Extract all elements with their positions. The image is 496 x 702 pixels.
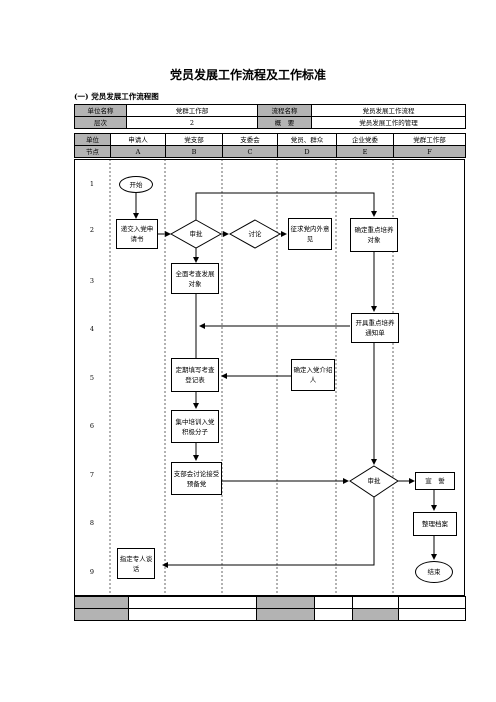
issue-notice-step: 开具重点培养通知单 bbox=[351, 313, 399, 343]
footer-label-cell bbox=[74, 596, 129, 609]
row-number-3: 3 bbox=[89, 277, 95, 285]
footer-label-cell bbox=[352, 608, 399, 621]
row-number-5: 5 bbox=[89, 374, 95, 382]
summary-value: 党员发展工作的管理 bbox=[311, 116, 466, 129]
lane-header-table: 单位 申请人 党支部 支委会 党员、群众 企业党委 党群工作部 节点 A B C… bbox=[74, 133, 466, 158]
row-number-1: 1 bbox=[89, 180, 95, 188]
footer-value-cell bbox=[398, 596, 466, 609]
header-table: 单位名称 党群工作部 流程名称 党员发展工作流程 层次 2 概 要 党员发展工作… bbox=[74, 104, 466, 129]
footer-value-cell bbox=[314, 596, 353, 609]
oath-step: 宣 誓 bbox=[415, 472, 455, 490]
footer-value-cell bbox=[128, 596, 257, 609]
start-node: 开始 bbox=[119, 176, 153, 193]
solicit-opinions-step: 征求党内外意见 bbox=[288, 218, 332, 250]
row-number-9: 9 bbox=[89, 568, 95, 576]
footer-value-cell bbox=[398, 608, 466, 621]
discuss-decision-label: 讨论 bbox=[248, 230, 262, 238]
approve-diamond bbox=[349, 465, 399, 498]
footer-value-cell bbox=[128, 608, 257, 621]
training-step: 集中培训入党积极分子 bbox=[171, 410, 219, 443]
determine-key-target-step: 确定重点培养对象 bbox=[350, 218, 398, 252]
archive-step: 整理档案 bbox=[413, 512, 457, 536]
section-title: (一) 党员发展工作流程图 bbox=[74, 92, 159, 101]
row-number-4: 4 bbox=[89, 325, 95, 333]
swimlane-area bbox=[74, 159, 465, 596]
inspect-candidate-step: 全面考查发展对象 bbox=[171, 263, 219, 294]
footer-label-cell bbox=[256, 608, 315, 621]
level-label: 层次 bbox=[74, 116, 127, 129]
node-label: 节点 bbox=[74, 145, 111, 158]
row-number-8: 8 bbox=[89, 519, 95, 527]
summary-label: 概 要 bbox=[257, 116, 312, 129]
footer-value-cell bbox=[314, 608, 353, 621]
footer-label-cell bbox=[256, 596, 315, 609]
level-value: 2 bbox=[126, 116, 258, 129]
lane-code-c: C bbox=[222, 145, 278, 158]
branch-discuss-step: 支部会讨论接受预备党 bbox=[171, 462, 222, 495]
footer-value-cell bbox=[352, 596, 399, 609]
footer-table bbox=[74, 596, 466, 621]
row-number-7: 7 bbox=[89, 471, 95, 479]
approve-decision-label: 审批 bbox=[367, 477, 381, 485]
flow-arrows bbox=[133, 192, 437, 568]
determine-introducer-step: 确定入党介绍人 bbox=[291, 359, 335, 391]
end-node: 结束 bbox=[415, 561, 453, 583]
lane-code-b: B bbox=[165, 145, 223, 158]
page-title: 党员发展工作流程及工作标准 bbox=[169, 68, 326, 82]
fill-inspection-form-step: 定期填写考查登记表 bbox=[171, 358, 219, 392]
lane-code-a: A bbox=[110, 145, 166, 158]
lane-code-f: F bbox=[393, 145, 466, 158]
lane-code-d: D bbox=[277, 145, 337, 158]
row-number-6: 6 bbox=[89, 422, 95, 430]
footer-label-cell bbox=[74, 608, 129, 621]
row-number-2: 2 bbox=[89, 226, 95, 234]
review-decision-label: 审批 bbox=[189, 230, 203, 238]
assign-talk-step: 指定专人谈话 bbox=[117, 548, 155, 579]
discuss-diamond bbox=[228, 219, 282, 249]
review-diamond bbox=[169, 219, 223, 249]
submit-application-step: 递交入党申请书 bbox=[116, 219, 158, 249]
